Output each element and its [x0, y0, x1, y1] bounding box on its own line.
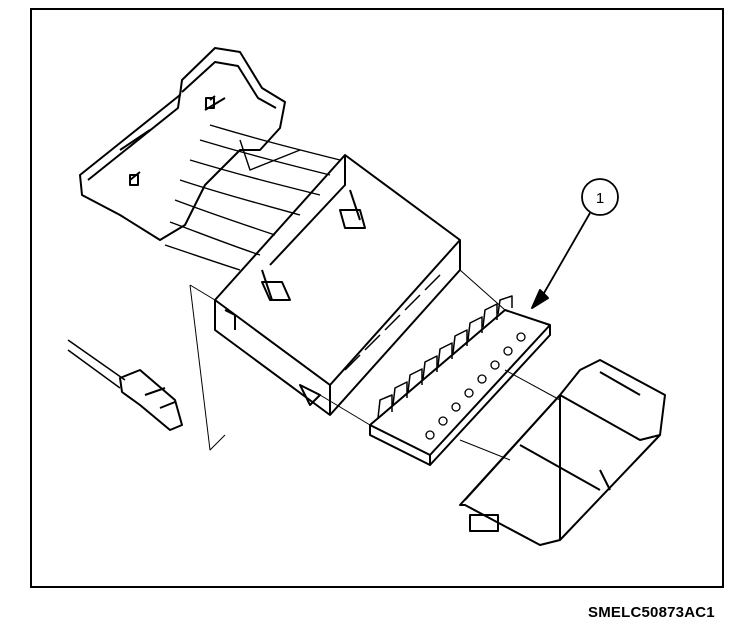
- figure-code: SMELC50873AC1: [588, 604, 715, 621]
- wire-terminal: [67, 339, 183, 431]
- figure-frame: [30, 8, 724, 588]
- callout-1: [531, 178, 619, 309]
- connector-end-cover: [459, 359, 666, 546]
- wire-bundle: [164, 124, 341, 271]
- callout-number: 1: [596, 190, 604, 207]
- connector-cover-shell: [79, 47, 286, 241]
- terminal-comb: [369, 295, 551, 466]
- assembly-guide-lines: [189, 269, 561, 461]
